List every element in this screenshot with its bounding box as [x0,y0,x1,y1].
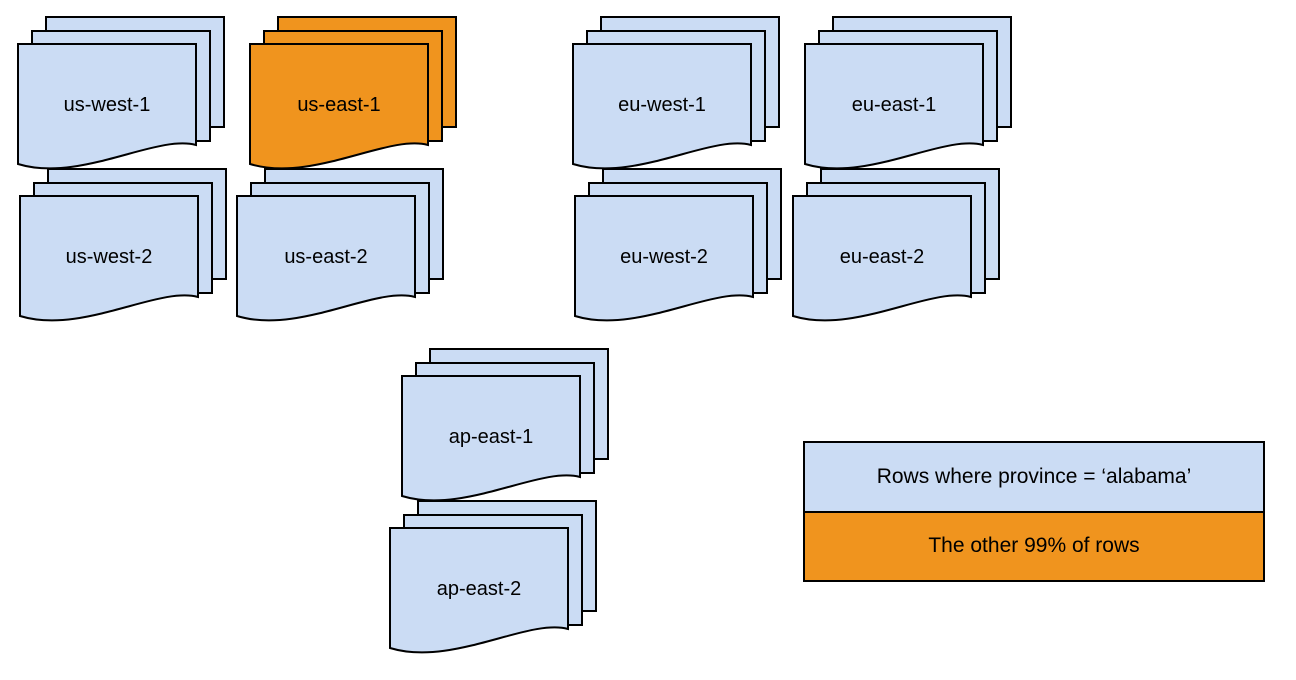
document-stack-icon [249,16,457,170]
document-stack-icon [572,16,780,170]
legend-row-alabama: Rows where province = ‘alabama’ [805,443,1263,511]
region-label-eu-west-2: eu-west-2 [620,246,708,268]
legend: Rows where province = ‘alabama’ The othe… [803,441,1265,582]
region-label-us-west-1: us-west-1 [63,94,151,116]
document-stack-icon [389,500,597,654]
region-label-us-east-2: us-east-2 [284,246,368,268]
region-stack-us-west-2: us-west-2 [19,168,229,324]
region-label-ap-east-2: ap-east-2 [436,578,522,600]
document-stack-icon [804,16,1012,170]
region-stack-us-west-1: us-west-1 [17,16,227,172]
legend-row-other-rows: The other 99% of rows [805,510,1263,580]
legend-label-alabama: Rows where province = ‘alabama’ [876,464,1192,488]
region-label-eu-east-1: eu-east-1 [851,94,937,116]
region-label-eu-west-1: eu-west-1 [618,94,706,116]
document-stack-icon [236,168,444,322]
region-label-ap-east-1: ap-east-1 [448,426,534,448]
region-stack-ap-east-2: ap-east-2 [389,500,599,656]
region-stack-ap-east-1: ap-east-1 [401,348,611,504]
legend-label-other-rows: The other 99% of rows [928,534,1140,558]
region-label-eu-east-2: eu-east-2 [839,246,925,268]
region-stack-us-east-2: us-east-2 [236,168,446,324]
region-label-us-west-2: us-west-2 [65,246,153,268]
region-stack-eu-east-2: eu-east-2 [792,168,1002,324]
document-stack-icon [19,168,227,322]
document-stack-icon [17,16,225,170]
document-stack-icon [792,168,1000,322]
region-stack-eu-east-1: eu-east-1 [804,16,1014,172]
document-stack-icon [401,348,609,502]
region-label-us-east-1: us-east-1 [297,94,381,116]
region-stack-eu-west-1: eu-west-1 [572,16,782,172]
region-stack-us-east-1: us-east-1 [249,16,459,172]
region-stack-eu-west-2: eu-west-2 [574,168,784,324]
document-stack-icon [574,168,782,322]
